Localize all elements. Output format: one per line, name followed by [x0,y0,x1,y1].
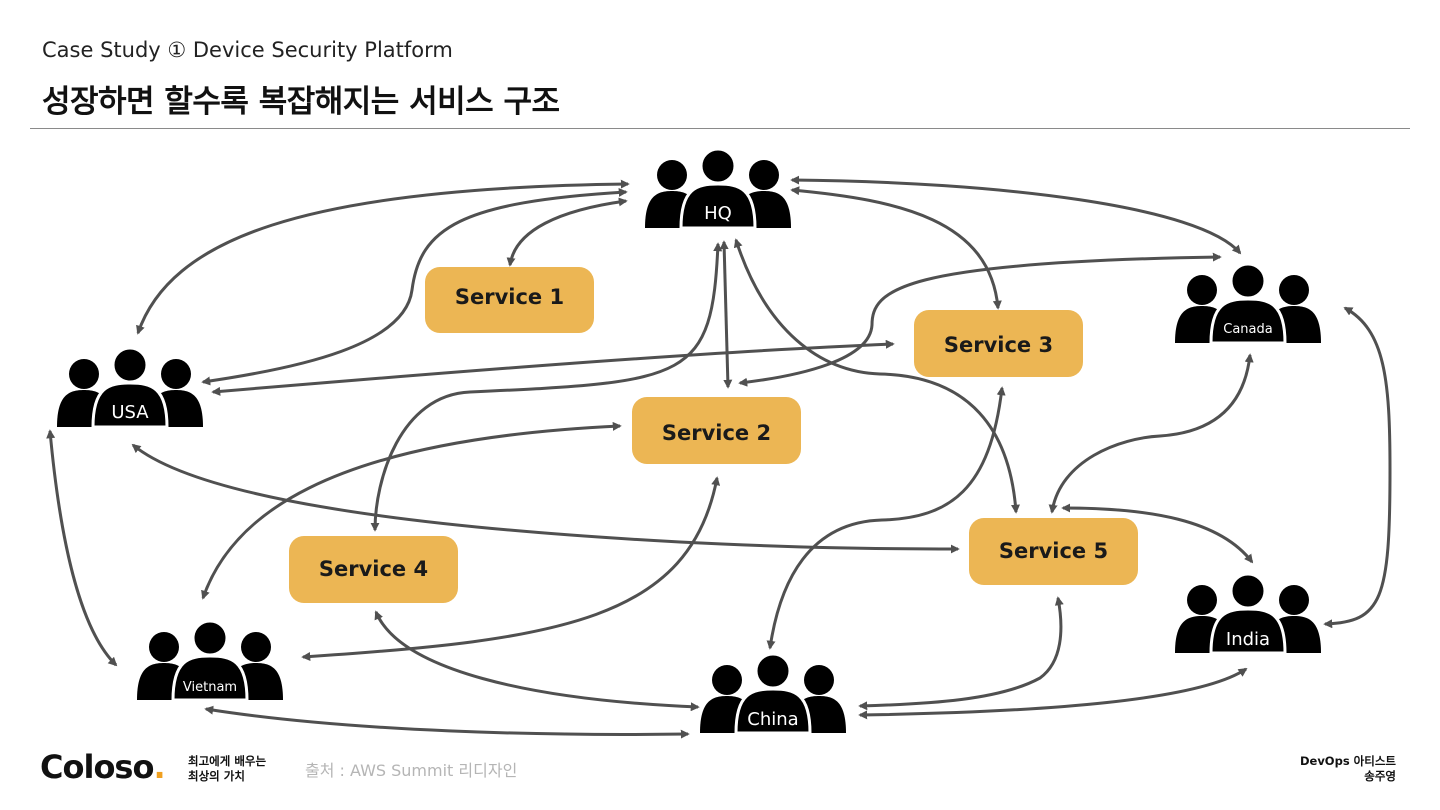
author-credit: DevOps 아티스트 송주영 [1300,754,1396,784]
coloso-logo: Coloso. [40,748,166,786]
author-role: DevOps 아티스트 [1299,754,1396,768]
group-canada: Canada [1173,263,1323,343]
group-hq: HQ [643,148,793,228]
arrow-canada-india [1323,306,1392,629]
group-india-label: India [1226,629,1270,650]
arrow-s5-india [1061,503,1254,564]
service-3-label: Service 3 [944,333,1053,357]
group-india: India [1173,573,1323,653]
page-title: 성장하면 할수록 복잡해지는 서비스 구조 [42,84,560,120]
source-note: 출처 : AWS Summit 리디자인 [305,761,518,780]
page-eyebrow: Case Study ① Device Security Platform [42,38,453,62]
arrow-usa-vietnam [46,429,118,667]
group-usa-label: USA [111,402,149,423]
author-name: 송주영 [1364,769,1396,783]
group-vietnam: Vietnam [135,620,285,700]
arrow-s4-china [374,610,700,712]
arrow-hq-s2 [719,240,733,389]
arrow-hq-canada [790,175,1242,255]
tagline-line-2: 최상의 가치 [188,769,245,783]
service-2: Service 2 [632,397,801,464]
logo-text: Coloso [40,748,154,786]
group-china-label: China [747,709,798,730]
group-hq-label: HQ [704,203,732,224]
arrow-usa-s3 [211,339,895,396]
connection-arrows [46,175,1392,739]
arrow-s1-hq [506,197,628,267]
logo-dot: . [153,748,165,786]
service-4: Service 4 [289,536,458,603]
group-vietnam-label: Vietnam [183,680,237,695]
arrow-s5-canada [1048,353,1254,514]
arrow-s5-china [858,596,1064,711]
service-5-label: Service 5 [999,539,1108,563]
service-2-label: Service 2 [662,421,771,445]
arrow-india-china [858,667,1248,720]
group-usa: USA [55,347,205,427]
title-divider [30,128,1410,129]
group-canada-label: Canada [1223,322,1272,337]
logo-tagline: 최고에게 배우는 최상의 가치 [188,754,266,784]
service-3: Service 3 [914,310,1083,377]
tagline-line-1: 최고에게 배우는 [188,754,267,768]
service-4-label: Service 4 [319,557,428,581]
service-5: Service 5 [969,518,1138,585]
arrow-s3-china [766,386,1006,650]
service-1: Service 1 [425,267,594,333]
arrow-vietnam-china [204,705,690,739]
group-china: China [698,653,848,733]
service-1-label: Service 1 [455,285,564,309]
